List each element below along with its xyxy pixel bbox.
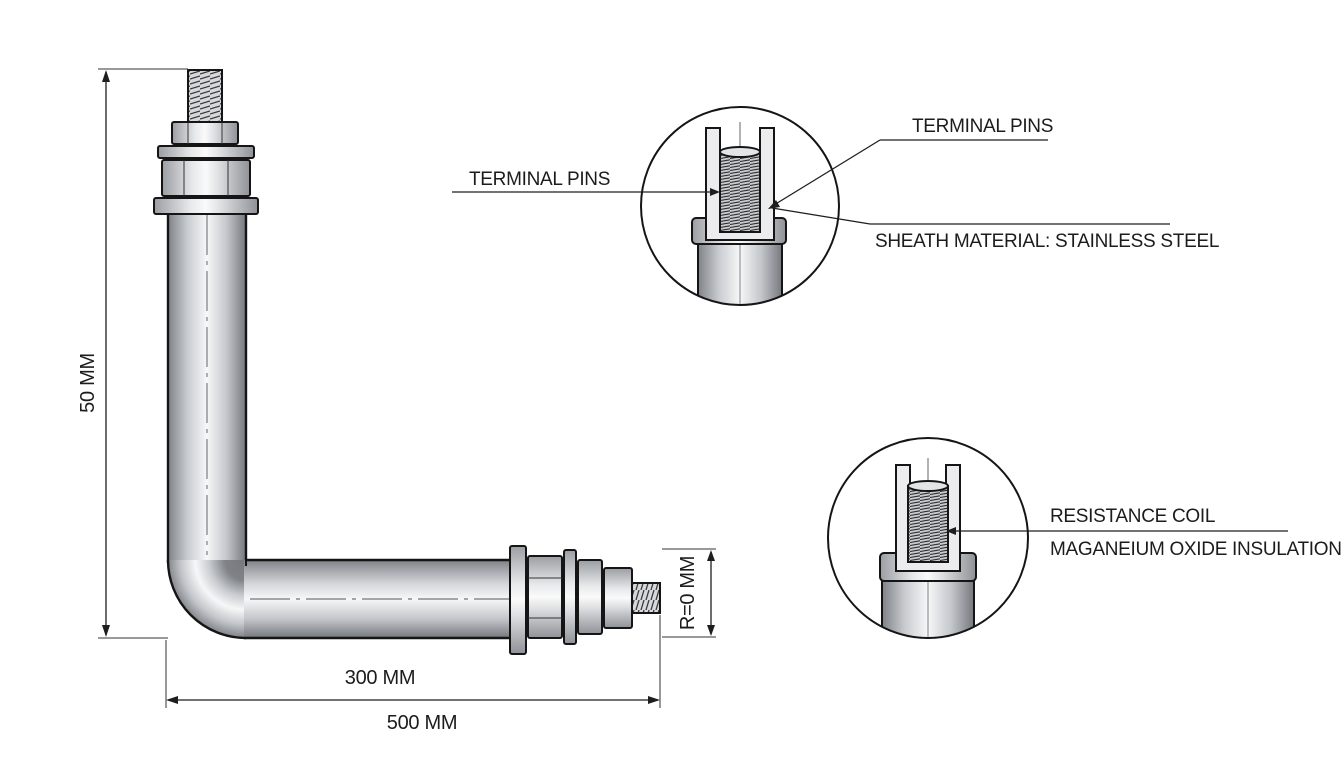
coil-detail-view xyxy=(827,437,1029,639)
callouts: TERMINAL PINS TERMINAL PINS SHEATH MATER… xyxy=(452,116,1342,560)
radius-dimension-label: R=0 MM xyxy=(677,556,699,630)
side-hex-nut xyxy=(527,555,563,639)
heater-element xyxy=(153,69,661,655)
terminal-pin-thread xyxy=(719,151,761,233)
side-jam-nut xyxy=(603,567,633,629)
elbow-bend xyxy=(168,560,246,638)
top-flange xyxy=(153,197,259,215)
terminal-detail-view xyxy=(640,106,840,306)
terminal-pins-label-left: TERMINAL PINS xyxy=(469,169,610,190)
vertical-dimension-label: 50 MM xyxy=(77,353,99,413)
side-flange xyxy=(509,545,527,655)
horizontal-total-dimension-label: 500 MM xyxy=(387,712,457,734)
side-lock-nut xyxy=(577,559,603,635)
top-hex-nut xyxy=(161,159,251,197)
sheath-material-label: SHEATH MATERIAL: STAINLESS STEEL xyxy=(875,231,1219,252)
side-washer xyxy=(563,549,577,645)
insulation-label: MAGANEIUM OXIDE INSULATION xyxy=(1050,539,1342,560)
terminal-pins-label-right: TERMINAL PINS xyxy=(912,116,1053,137)
top-washer xyxy=(157,145,255,159)
horizontal-inner-dimension-label: 300 MM xyxy=(345,667,415,689)
top-threaded-stud xyxy=(187,69,223,123)
dimensions: 50 MM R=0 MM 300 MM 500 MM xyxy=(77,68,716,734)
side-threaded-stud xyxy=(631,582,661,614)
resistance-coil-label: RESISTANCE COIL xyxy=(1050,506,1215,527)
top-lock-nut xyxy=(171,121,239,145)
resistance-coil-thread xyxy=(907,485,949,563)
